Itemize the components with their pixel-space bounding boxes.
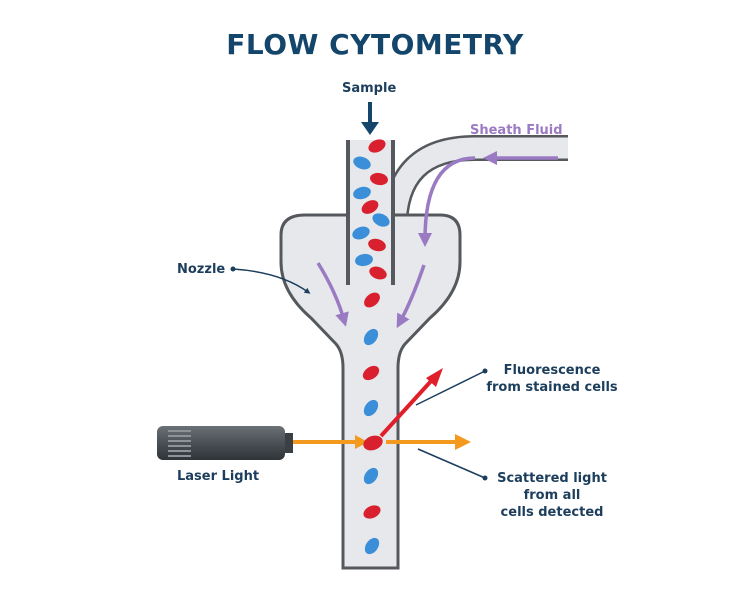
sample-label: Sample [342, 81, 397, 96]
red-cell [361, 200, 379, 214]
cells [352, 139, 390, 555]
diagram-title: FLOW CYTOMETRY [226, 28, 524, 61]
sample-arrow [361, 102, 379, 135]
laser-beam [293, 435, 368, 449]
blue-cell [363, 399, 379, 417]
blue-cell [364, 537, 380, 555]
nozzle-label: Nozzle [177, 262, 226, 277]
red-cell [363, 505, 381, 519]
fluorescence-label-line-2: from stained cells [486, 380, 618, 395]
blue-cell [363, 467, 379, 485]
blue-cell [363, 328, 379, 346]
red-cell [362, 365, 380, 381]
blue-cell [353, 186, 371, 200]
laser-device [157, 426, 293, 460]
red-cell [370, 172, 388, 186]
leader-lines [230, 266, 488, 481]
blue-cell [355, 253, 373, 267]
red-cell [368, 139, 386, 153]
scattered-label-line-2: from all [523, 488, 581, 503]
detected-cell [363, 435, 383, 451]
blue-cell [353, 156, 371, 170]
fluorescence-arrow [379, 368, 443, 438]
sheath-fluid-label: Sheath Fluid [470, 123, 563, 138]
red-cell [368, 238, 386, 252]
sheath-flow-arrows [316, 151, 558, 329]
scattered-label-line-3: cells detected [500, 505, 604, 520]
scattered-label-line-1: Scattered light [497, 471, 607, 486]
sheath-inlet-tube [382, 135, 568, 229]
fluorescence-label: Fluorescence from stained cells [482, 362, 622, 396]
red-cell [364, 292, 380, 308]
blue-cell [372, 213, 390, 227]
laser-label: Laser Light [177, 469, 260, 484]
fluorescence-label-line-1: Fluorescence [503, 363, 601, 378]
red-cell [369, 266, 387, 280]
nozzle-body [279, 213, 462, 570]
blue-cell [352, 226, 370, 240]
scattered-light-label: Scattered light from all cells detected [487, 470, 617, 521]
scattered-light-beam [386, 434, 471, 450]
